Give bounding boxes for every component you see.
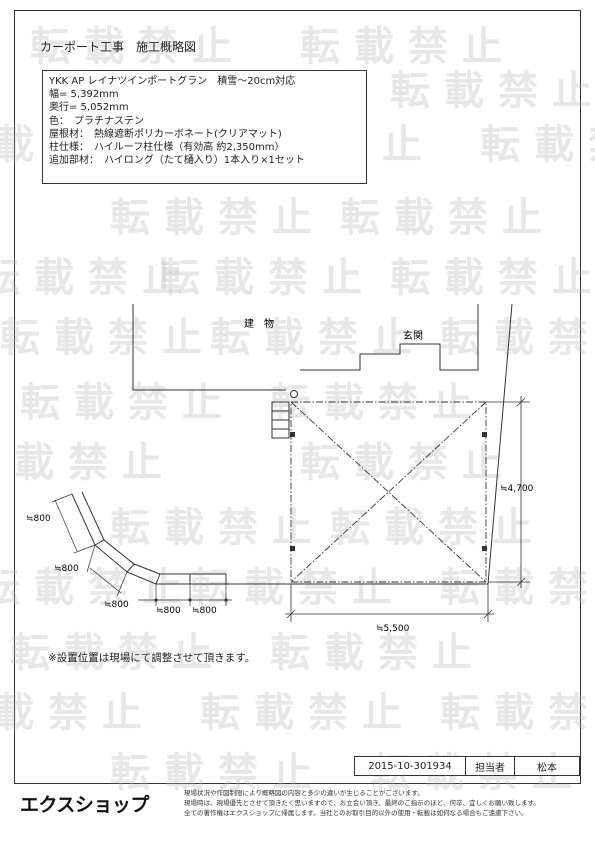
carport-diagonal bbox=[290, 401, 487, 583]
drawing-number: 2015-10-301934 bbox=[355, 757, 466, 775]
building-outline bbox=[132, 304, 286, 391]
spec-line: 屋根材： 熱線遮断ポリカーボネート(クリアマット) bbox=[49, 128, 282, 140]
building-outline-entrance bbox=[300, 304, 479, 371]
width-dimension: ≒5,500 bbox=[376, 624, 410, 634]
page-title: カーポート工事 施工概略図 bbox=[40, 40, 197, 54]
post-marker bbox=[482, 546, 487, 551]
disclaimer-line: 現場状況や作図制限により概略図の内容と多少の違いが生じることがございます。 bbox=[184, 789, 424, 797]
post-marker bbox=[290, 546, 295, 551]
installation-note: ※設置位置は現場にて調整させて頂きます。 bbox=[48, 652, 256, 664]
downspout-marker bbox=[290, 390, 298, 398]
carport-footprint bbox=[290, 401, 487, 583]
page-frame bbox=[14, 10, 581, 784]
spec-line: YKK AP レイナツインポートグラン 積雪～20cm対応 bbox=[49, 76, 296, 87]
disclaimer-line: 現場時は、現場優先とさせて頂きたく思いますので、お立会い頂き、最終のご指示のほど… bbox=[184, 799, 540, 807]
spec-line: 色： プラチナステン bbox=[49, 115, 144, 127]
building-label: 建 物 bbox=[244, 317, 274, 330]
person-label: 担当者 bbox=[466, 757, 515, 775]
depth-dimension: ≒4,700 bbox=[500, 484, 534, 494]
spec-line: 奥行= 5,052mm bbox=[49, 102, 129, 114]
carport-diagonal bbox=[290, 401, 487, 583]
spec-line: 追加部材： ハイロング（たて樋入り）1本入り×1セット bbox=[49, 155, 305, 167]
post-marker bbox=[482, 432, 487, 437]
bottom-boundary bbox=[225, 574, 488, 585]
curb-dimension: ≒800 bbox=[54, 564, 79, 574]
curb-outer bbox=[71, 493, 226, 585]
spec-line: 幅= 5,392mm bbox=[49, 89, 119, 101]
title-block: 2015-10-301934 担当者 松本 bbox=[354, 756, 580, 776]
post-marker bbox=[290, 432, 295, 437]
entrance-label: 玄関 bbox=[403, 329, 423, 342]
spec-box: YKK AP レイナツインポートグラン 積雪～20cm対応 幅= 5,392mm… bbox=[42, 70, 367, 184]
spec-line: 柱仕様： ハイルーフ柱仕様（有効高 約2,350mm） bbox=[49, 142, 285, 154]
curb-dimension: ≒800 bbox=[192, 606, 217, 616]
disclaimer: 現場状況や作図制限により概略図の内容と多少の違いが生じることがございます。 現場… bbox=[184, 788, 579, 818]
right-boundary bbox=[487, 303, 513, 585]
person-name: 松本 bbox=[537, 762, 557, 774]
curb-inner bbox=[81, 491, 226, 575]
curb-dimension: ≒800 bbox=[26, 514, 51, 524]
disclaimer-line: 全ての著作権はエクスショップに帰属します。当社とのお取引目的以外の使用・転載は如… bbox=[184, 809, 528, 817]
curb-dimension: ≒800 bbox=[104, 600, 129, 610]
company-logo: エクスショップ bbox=[20, 794, 149, 816]
curb-dimension: ≒800 bbox=[156, 606, 181, 616]
